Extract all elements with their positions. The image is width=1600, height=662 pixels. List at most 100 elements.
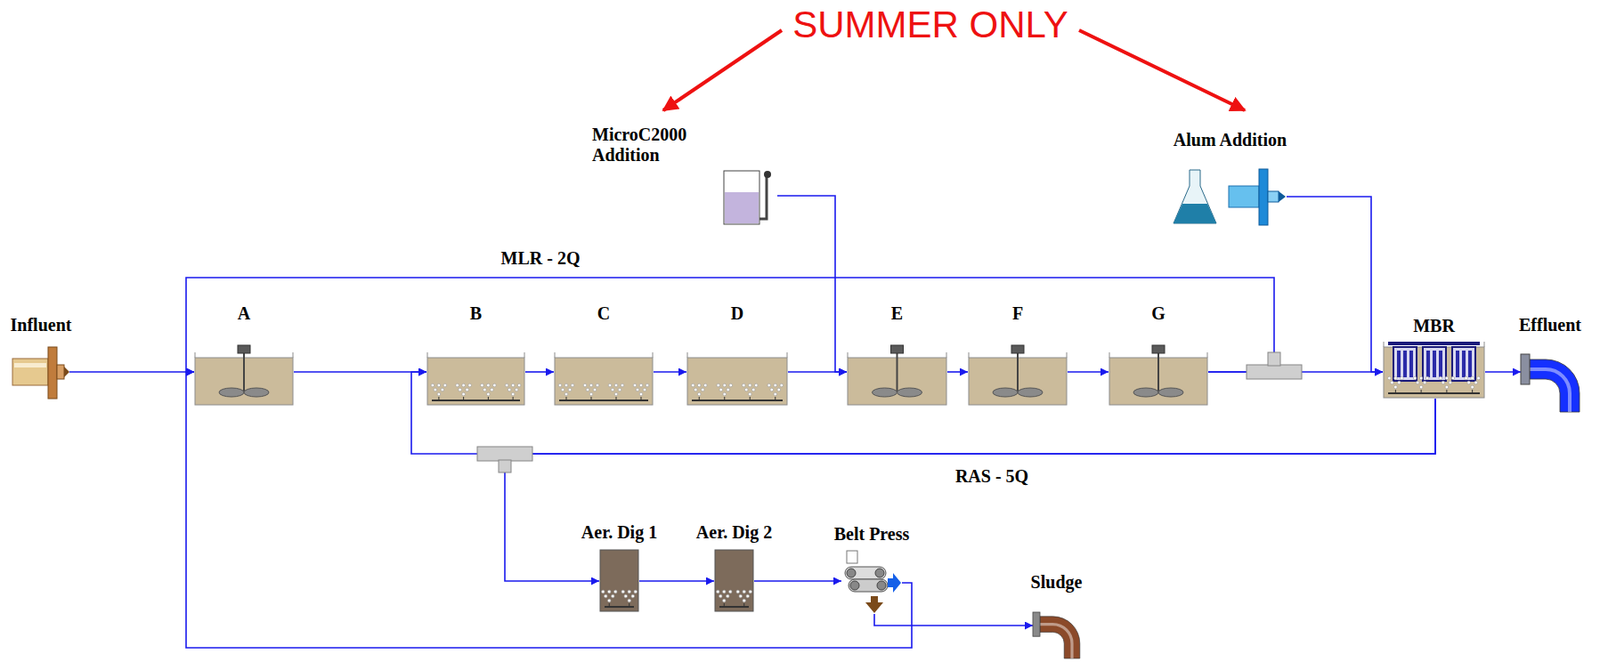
mixed-tank-icon bbox=[967, 345, 1068, 407]
air-bubble bbox=[779, 383, 784, 388]
mixed-tank: G bbox=[1108, 345, 1209, 407]
air-bubble bbox=[610, 594, 615, 599]
flow-line bbox=[1286, 196, 1383, 373]
mixed-tank: E bbox=[846, 345, 948, 407]
air-bubble bbox=[558, 383, 562, 388]
cake-arrow bbox=[865, 596, 884, 614]
air-bubble bbox=[487, 392, 491, 397]
aerobic-digester: Aer. Dig 2 bbox=[714, 546, 755, 613]
membrane-sheet bbox=[1438, 350, 1443, 378]
air-bubble bbox=[700, 388, 705, 392]
air-bubble bbox=[1415, 381, 1420, 385]
tank-liquid bbox=[1383, 347, 1485, 398]
flow-label: RAS - 5Q bbox=[952, 466, 1032, 488]
diffuser-stem bbox=[616, 397, 618, 401]
unit-label: Alum Addition bbox=[1173, 129, 1287, 151]
flow-line bbox=[777, 195, 847, 373]
tank-wall bbox=[787, 352, 788, 358]
mixed-tank: A bbox=[194, 345, 294, 407]
membrane-sheet bbox=[1403, 350, 1407, 378]
air-bubble bbox=[627, 599, 632, 603]
unit-label: Aer. Dig 2 bbox=[696, 522, 772, 544]
air-bubble bbox=[1464, 376, 1469, 381]
level-tube bbox=[759, 176, 767, 220]
mixer-blade bbox=[219, 388, 244, 398]
air-bubble bbox=[1470, 385, 1475, 390]
flow-line bbox=[947, 371, 968, 374]
callout-text: SUMMER ONLY bbox=[792, 4, 1069, 46]
air-bubble bbox=[747, 383, 752, 388]
pipe-body bbox=[12, 358, 49, 386]
air-bubble bbox=[728, 590, 732, 594]
air-bubble bbox=[613, 590, 618, 594]
unit-label: Sludge bbox=[1031, 572, 1083, 593]
air-bubble bbox=[1390, 381, 1395, 385]
mixer-shaft bbox=[1157, 352, 1160, 392]
unit-label: Belt Press bbox=[834, 524, 910, 545]
air-bubble bbox=[725, 594, 730, 599]
flow-label: MLR - 2Q bbox=[498, 248, 584, 269]
pipe-bend bbox=[1529, 359, 1580, 413]
air-bubble bbox=[570, 383, 575, 388]
tank-wall bbox=[968, 352, 970, 358]
air-bubble bbox=[697, 392, 701, 397]
aerated-tank: D bbox=[686, 345, 788, 407]
air-bubble bbox=[1419, 376, 1423, 381]
pipe-flange bbox=[1032, 612, 1040, 637]
sludge-outlet-icon bbox=[1032, 612, 1081, 659]
diffuser-stem bbox=[743, 603, 745, 608]
membrane-module bbox=[1422, 347, 1446, 382]
air-bubble bbox=[433, 388, 438, 392]
air-bubble bbox=[773, 392, 778, 397]
air-bubble bbox=[607, 599, 611, 603]
air-bubble bbox=[1477, 376, 1481, 381]
membrane-sheet bbox=[1432, 350, 1437, 378]
feed-hopper bbox=[846, 551, 858, 564]
air-bubble bbox=[1413, 376, 1417, 381]
diffuser-stem bbox=[723, 397, 725, 401]
air-bubble bbox=[624, 594, 628, 599]
air-bubble bbox=[1451, 376, 1455, 381]
flow-line bbox=[639, 580, 715, 583]
air-bubble bbox=[585, 388, 590, 392]
membrane-sheet bbox=[1409, 350, 1414, 378]
press-belt bbox=[844, 567, 886, 580]
air-bubble bbox=[729, 383, 733, 388]
mixer-blade bbox=[872, 388, 898, 398]
air-bubble bbox=[1422, 381, 1427, 385]
pipe-flange bbox=[48, 347, 57, 399]
belt-press: Belt Press bbox=[841, 547, 902, 615]
tank-wall bbox=[1484, 341, 1486, 348]
chemical-tank: MicroC2000 Addition bbox=[722, 165, 778, 227]
tee-splitter bbox=[1267, 352, 1281, 366]
press-roller bbox=[850, 581, 860, 591]
diffuser-stem bbox=[628, 603, 630, 608]
press-roller bbox=[877, 581, 886, 591]
air-bubble bbox=[639, 392, 643, 397]
air-bubble bbox=[437, 392, 441, 397]
membrane-tank: MBR bbox=[1382, 340, 1486, 399]
air-bubble bbox=[627, 590, 632, 594]
unit-label: B bbox=[470, 303, 482, 325]
pipe-flange bbox=[1520, 354, 1530, 385]
mixed-tank: F bbox=[967, 345, 1068, 407]
diffuser-bar bbox=[431, 399, 520, 402]
diffuser-stem bbox=[487, 397, 489, 401]
flask-liquid bbox=[1173, 203, 1217, 224]
air-bubble bbox=[620, 383, 625, 388]
tank-liquid bbox=[724, 192, 759, 224]
aerated-tank-icon bbox=[426, 345, 526, 407]
air-bubble bbox=[770, 388, 774, 392]
diffuser-stem bbox=[512, 397, 514, 401]
mixer-blade bbox=[897, 388, 923, 398]
air-bubble bbox=[767, 383, 772, 388]
flow-line bbox=[525, 371, 554, 374]
air-bubble bbox=[639, 383, 643, 388]
air-bubble bbox=[462, 383, 466, 388]
membrane-header bbox=[1388, 341, 1480, 346]
air-bubble bbox=[601, 590, 605, 594]
chemical-dosing-icon bbox=[1173, 168, 1287, 227]
diffuser-stem bbox=[749, 397, 751, 401]
tank-liquid bbox=[687, 357, 788, 406]
tank-wall bbox=[946, 352, 948, 358]
